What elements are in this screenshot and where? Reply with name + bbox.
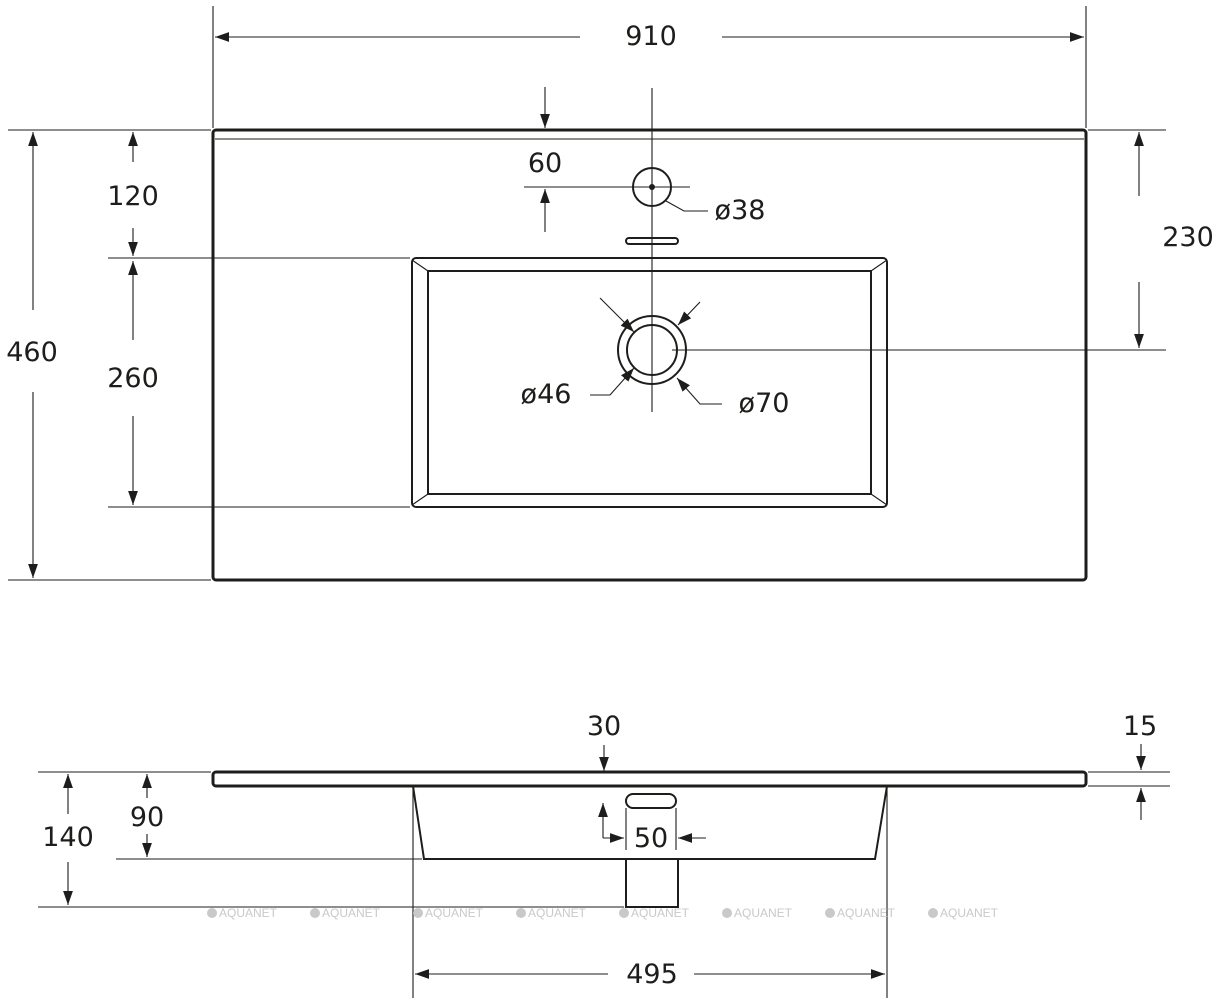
watermark-text: AQUANET xyxy=(219,906,278,920)
countertop-outline xyxy=(211,128,1088,582)
bowl-inner xyxy=(427,270,872,495)
watermark-text: AQUANET xyxy=(940,906,999,920)
bowl-height-label: 90 xyxy=(130,802,164,833)
top-view: 910 460 120 260 60 230 ø38 ø46 xyxy=(6,6,1214,582)
watermark-text: AQUANET xyxy=(322,906,381,920)
watermark-text: AQUANET xyxy=(631,906,690,920)
bowl-outer xyxy=(411,257,888,508)
overflow-width-label: 50 xyxy=(634,823,668,854)
bowl-corner-tr xyxy=(870,259,888,272)
drain-inner-leader-top xyxy=(599,297,635,333)
drain-outer-leader-bottom xyxy=(676,377,722,405)
total-height-label: 140 xyxy=(42,822,94,853)
depth-label: 460 xyxy=(6,337,58,368)
watermark-text: AQUANET xyxy=(734,906,793,920)
slab-outline xyxy=(211,770,1088,788)
watermark-logo-icon xyxy=(619,908,629,918)
bowl-depth-label: 260 xyxy=(107,363,159,394)
overflow-offset-label: 30 xyxy=(587,711,621,742)
watermark-logo-icon xyxy=(310,908,320,918)
watermark-logo-icon xyxy=(825,908,835,918)
bowl-corner-br xyxy=(870,493,888,506)
watermark-logo-icon xyxy=(722,908,732,918)
overflow-hole xyxy=(625,793,677,809)
tap-diameter-label: ø38 xyxy=(715,195,766,226)
watermark-logo-icon xyxy=(516,908,526,918)
watermark-text: AQUANET xyxy=(528,906,587,920)
tap-offset-label: 60 xyxy=(528,148,562,179)
drain-outer-leader-top xyxy=(677,301,701,326)
tap-diameter-leader xyxy=(665,200,708,212)
bowl-width-label: 495 xyxy=(626,959,678,990)
drain-outer-label: ø70 xyxy=(739,388,790,419)
side-view: 30 15 140 90 50 495 xyxy=(38,711,1170,998)
watermark-text: AQUANET xyxy=(425,906,484,920)
watermark-text: AQUANET xyxy=(837,906,896,920)
bowl-corner-bl xyxy=(411,493,429,506)
edge-to-bowl-label: 120 xyxy=(107,181,159,212)
width-label: 910 xyxy=(625,21,677,52)
bowl-corner-tl xyxy=(411,259,429,272)
watermark: AQUANET AQUANET AQUANET AQUANET AQUANET AQUAN… xyxy=(207,906,999,920)
drain-inner-label: ø46 xyxy=(521,379,572,410)
drain-offset-label: 230 xyxy=(1162,222,1214,253)
watermark-logo-icon xyxy=(207,908,217,918)
waste-pipe xyxy=(625,858,679,908)
watermark-logo-icon xyxy=(928,908,938,918)
slab-thickness-label: 15 xyxy=(1123,711,1157,742)
watermark-logo-icon xyxy=(413,908,423,918)
drain-inner-leader-bottom xyxy=(590,367,635,396)
